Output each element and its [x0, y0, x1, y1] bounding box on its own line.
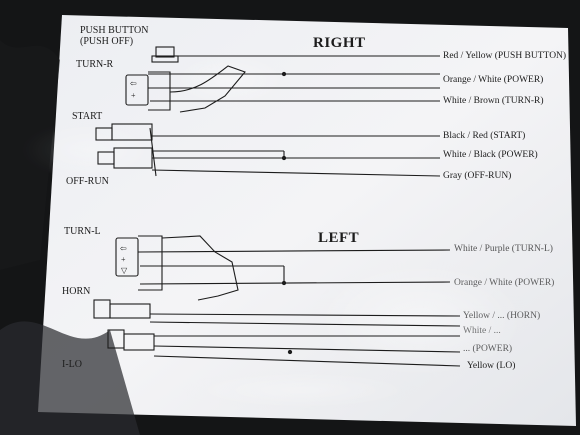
svg-text:⇦: ⇦ [130, 79, 137, 88]
wire-orange-white-power-r: Orange / White (POWER) [443, 75, 544, 85]
right-title: RIGHT [313, 35, 366, 51]
label-start: START [72, 111, 103, 122]
label-hi-lo: I-LO [62, 359, 82, 370]
wire-orange-white-power-l: Orange / White (POWER) [454, 278, 555, 288]
label-off-run: OFF-RUN [66, 176, 109, 187]
svg-text:▽: ▽ [121, 266, 128, 275]
wire-white-purple: White / Purple (TURN-L) [454, 244, 553, 254]
right-switch-housing: ⇦ + [95, 46, 441, 177]
wire-white-brown: White / Brown (TURN-R) [443, 96, 544, 106]
wire-white-black: White / Black (POWER) [443, 150, 538, 160]
left-switch-housing: ⇦ + ▽ [93, 235, 461, 367]
wire-yellow-horn: Yellow / ... (HORN) [463, 311, 541, 321]
label-horn: HORN [62, 286, 91, 297]
label-push-off: (PUSH OFF) [80, 36, 134, 47]
svg-text:⇦: ⇦ [120, 244, 127, 253]
svg-text:+: + [131, 91, 136, 100]
wire-gray: Gray (OFF-RUN) [443, 171, 512, 181]
svg-text:+: + [121, 255, 126, 264]
label-turn-l: TURN-L [64, 226, 101, 237]
left-title: LEFT [318, 230, 360, 246]
wire-power-l: ... (POWER) [463, 344, 513, 354]
wire-yellow-lo: Yellow (LO) [467, 361, 516, 371]
wire-black-red: Black / Red (START) [443, 131, 526, 141]
wire-red-yellow: Red / Yellow (PUSH BUTTON) [443, 51, 567, 61]
label-push-button: PUSH BUTTON [80, 25, 149, 36]
wire-white-hi: White / ... [463, 326, 501, 336]
label-turn-r: TURN-R [76, 59, 114, 70]
